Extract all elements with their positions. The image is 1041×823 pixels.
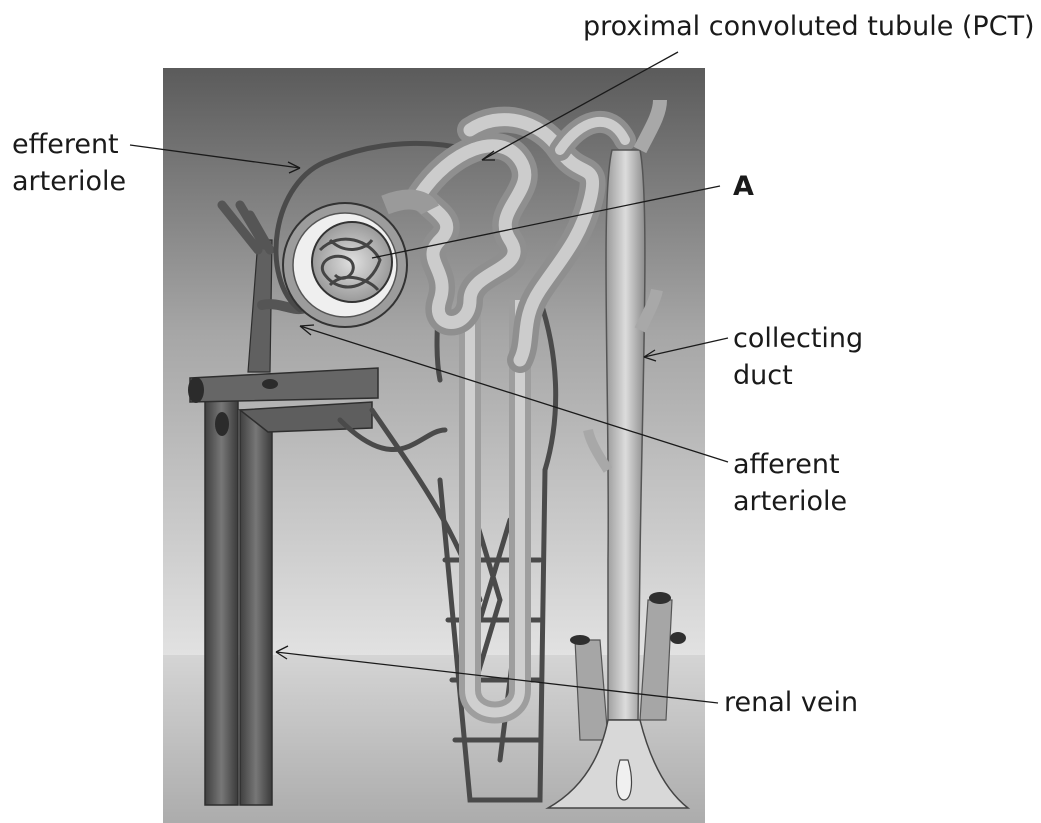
label-efferent-line2: arteriole bbox=[12, 163, 126, 200]
label-proximal-convoluted-tubule: proximal convoluted tubule (PCT) bbox=[583, 8, 1035, 45]
label-a: A bbox=[733, 168, 754, 205]
label-collecting-line2: duct bbox=[733, 357, 863, 394]
label-efferent-arteriole: efferent arteriole bbox=[12, 126, 126, 200]
label-collecting-duct: collecting duct bbox=[733, 320, 863, 394]
label-afferent-line2: arteriole bbox=[733, 483, 847, 520]
label-efferent-line1: efferent bbox=[12, 126, 126, 163]
label-afferent-arteriole: afferent arteriole bbox=[733, 446, 847, 520]
label-afferent-line1: afferent bbox=[733, 446, 847, 483]
label-renal-vein: renal vein bbox=[724, 684, 858, 721]
label-collecting-line1: collecting bbox=[733, 320, 863, 357]
